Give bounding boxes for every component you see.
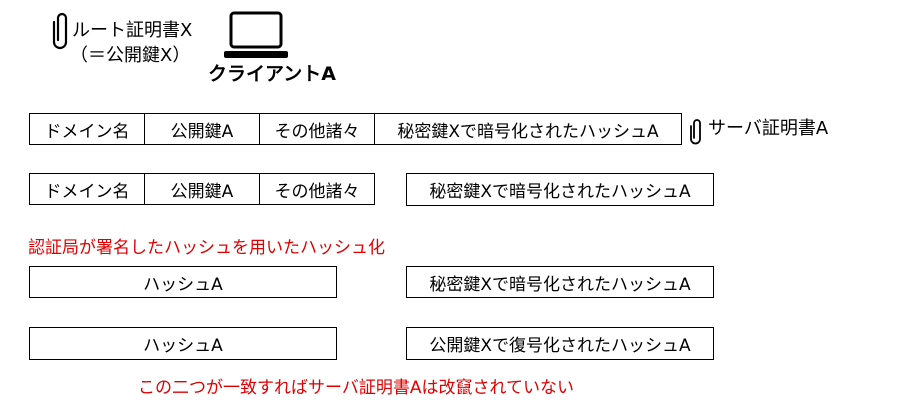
cert-body-fields: ドメイン名 公開鍵A その他諸々 — [29, 173, 375, 205]
hash-a-box: ハッシュA — [29, 266, 337, 298]
encrypted-hash-box-2: 秘密鍵Xで暗号化されたハッシュA — [406, 266, 714, 298]
root-cert-title: ルート証明書X — [72, 20, 193, 41]
cert-cell-domain: ドメイン名 — [29, 113, 145, 145]
paperclip-icon — [690, 119, 701, 145]
decrypted-hash-box: 公開鍵Xで復号化されたハッシュA — [406, 327, 714, 360]
server-cert-fields: ドメイン名 公開鍵A その他諸々 秘密鍵Xで暗号化されたハッシュA — [29, 113, 682, 145]
body-cell-pubkey: 公開鍵A — [145, 173, 260, 205]
hash-a-box-2: ハッシュA — [29, 327, 337, 360]
cert-cell-encrypted-hash: 秘密鍵Xで暗号化されたハッシュA — [375, 113, 682, 145]
encrypted-hash-box: 秘密鍵Xで暗号化されたハッシュA — [406, 173, 714, 206]
cert-cell-pubkey: 公開鍵A — [145, 113, 260, 145]
paperclip-icon — [52, 12, 68, 50]
client-label: クライアントA — [208, 63, 336, 85]
cert-cell-others: その他諸々 — [260, 113, 375, 145]
body-cell-domain: ドメイン名 — [29, 173, 145, 205]
ca-hash-note: 認証局が署名したハッシュを用いたハッシュ化 — [28, 238, 385, 258]
body-cell-others: その他諸々 — [260, 173, 375, 205]
laptop-icon — [224, 11, 288, 58]
server-cert-label: サーバ証明書A — [708, 118, 829, 139]
conclusion-note: この二つが一致すればサーバ証明書Aは改竄されていない — [138, 378, 574, 398]
root-cert-subtitle: （＝公開鍵X） — [70, 45, 191, 66]
